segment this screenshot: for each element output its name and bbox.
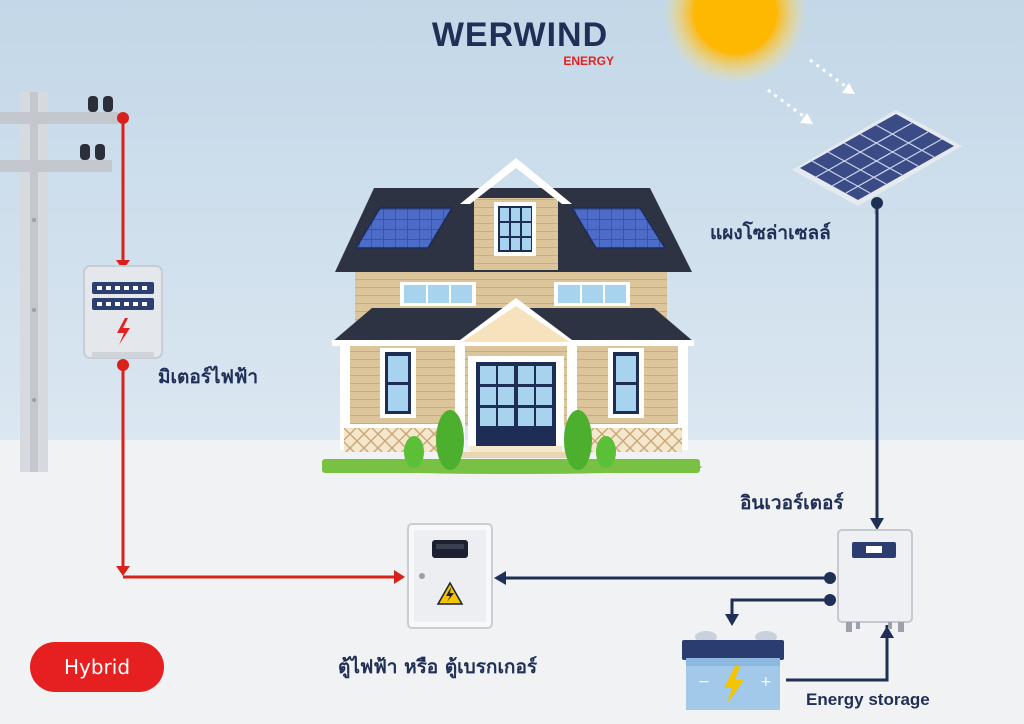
sun-ray-arrowheads bbox=[800, 83, 855, 124]
utility-pole-icon bbox=[0, 92, 118, 472]
roof-solar-panel-right bbox=[570, 207, 667, 249]
battery-minus-icon: − bbox=[698, 674, 710, 690]
logo-wordmark: WERWIND bbox=[431, 16, 609, 54]
solar-panel-icon bbox=[792, 110, 962, 214]
label-breaker: ตู้ไฟฟ้า หรือ ตู้เบรกเกอร์ bbox=[338, 656, 538, 678]
grid-power-line bbox=[121, 118, 395, 579]
label-inverter: อินเวอร์เตอร์ bbox=[740, 492, 844, 514]
brand-logo: WERWIND ENERGY bbox=[420, 16, 620, 68]
inverter-icon bbox=[837, 529, 913, 632]
sun-icon bbox=[663, 0, 807, 84]
battery-icon: − + bbox=[682, 631, 784, 710]
battery-plus-icon: + bbox=[760, 674, 772, 690]
logo-subtext: ENERGY bbox=[563, 54, 614, 68]
breaker-box-icon bbox=[407, 523, 493, 629]
solar-line-markers bbox=[494, 197, 894, 638]
house-icon bbox=[322, 158, 702, 474]
hybrid-mode-badge[interactable]: Hybrid bbox=[30, 642, 164, 692]
label-storage: Energy storage bbox=[806, 690, 930, 709]
meter-icon bbox=[83, 265, 163, 359]
meter-bolt-icon bbox=[117, 318, 130, 345]
solar-power-line bbox=[505, 203, 889, 682]
roof-solar-panel-left bbox=[354, 207, 454, 249]
label-meter: มิเตอร์ไฟฟ้า bbox=[158, 366, 259, 388]
label-solar-panel: แผงโซล่าเซลล์ bbox=[710, 222, 831, 244]
grid-line-markers bbox=[116, 112, 405, 584]
